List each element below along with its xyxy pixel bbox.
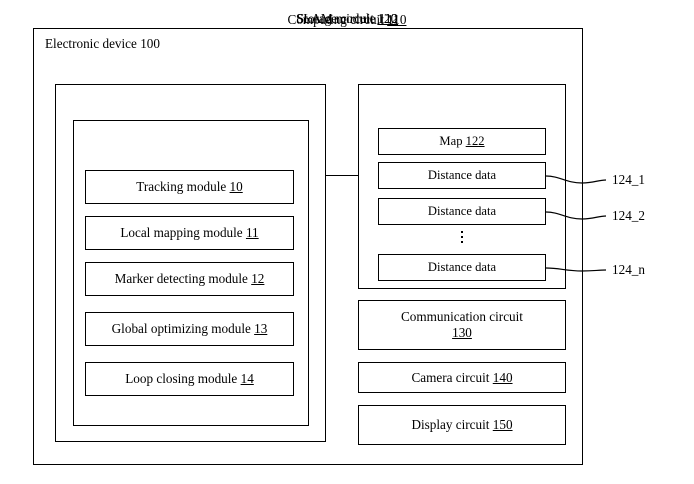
display-circuit-ref: 150 bbox=[492, 417, 513, 433]
global-optimizing-module-label: Global optimizing module bbox=[111, 321, 251, 337]
local-mapping-module-ref: 11 bbox=[245, 225, 259, 241]
computing-storage-connector-line bbox=[326, 175, 358, 176]
electronic-device-label: Electronic device 100 bbox=[45, 36, 160, 51]
communication-circuit-ref: 130 bbox=[452, 325, 472, 340]
vertical-ellipsis bbox=[378, 224, 546, 250]
tracking-module-label: Tracking module bbox=[136, 179, 227, 195]
global-optimizing-module-box: Global optimizing module 13 bbox=[85, 312, 294, 346]
map-label: Map bbox=[439, 134, 463, 149]
local-mapping-module-label: Local mapping module bbox=[120, 225, 243, 241]
tracking-module-ref: 10 bbox=[229, 179, 243, 195]
global-optimizing-module-ref: 13 bbox=[254, 321, 268, 337]
ref-label-124-2: 124_2 bbox=[612, 208, 645, 223]
marker-detecting-module-label: Marker detecting module bbox=[114, 271, 248, 287]
communication-circuit-label: Communication circuit bbox=[401, 309, 523, 325]
marker-detecting-module-box: Marker detecting module 12 bbox=[85, 262, 294, 296]
camera-circuit-ref: 140 bbox=[492, 369, 513, 385]
computing-circuit-ref: 110 bbox=[387, 12, 407, 27]
distance-data-box-n: Distance data bbox=[378, 254, 546, 281]
loop-closing-module-box: Loop closing module 14 bbox=[85, 362, 294, 396]
ref-label-124-1: 124_1 bbox=[612, 172, 645, 187]
storage-circuit-label: Storage circuit bbox=[296, 11, 375, 26]
ellipsis-dot bbox=[460, 235, 464, 239]
storage-circuit-title: Storage circuit 120 bbox=[0, 11, 694, 27]
loop-closing-module-label: Loop closing module bbox=[125, 371, 238, 387]
storage-circuit-ref: 120 bbox=[377, 11, 398, 26]
tracking-module-box: Tracking module 10 bbox=[85, 170, 294, 204]
map-box: Map 122 bbox=[378, 128, 546, 155]
display-circuit-box: Display circuit 150 bbox=[358, 405, 566, 445]
slam-module-label: SLAM module bbox=[295, 11, 376, 26]
display-circuit-label: Display circuit bbox=[411, 417, 490, 433]
ellipsis-dot bbox=[460, 241, 464, 244]
distance-data-label-2: Distance data bbox=[427, 204, 497, 219]
loop-closing-module-ref: 14 bbox=[240, 371, 254, 387]
camera-circuit-label: Camera circuit bbox=[411, 369, 490, 385]
communication-circuit-box: Communication circuit 130 bbox=[358, 300, 566, 350]
local-mapping-module-box: Local mapping module 11 bbox=[85, 216, 294, 250]
marker-detecting-module-ref: 12 bbox=[251, 271, 265, 287]
ref-label-124-n: 124_n bbox=[612, 262, 645, 277]
distance-data-label-n: Distance data bbox=[427, 260, 497, 275]
distance-data-box-1: Distance data bbox=[378, 162, 546, 189]
map-ref: 122 bbox=[465, 134, 485, 149]
slam-module-ref: 112 bbox=[378, 11, 399, 26]
ellipsis-dot bbox=[460, 230, 464, 233]
computing-circuit-title: Computing circuit 110 bbox=[0, 12, 694, 28]
computing-circuit-label: Computing circuit bbox=[287, 12, 384, 27]
camera-circuit-box: Camera circuit 140 bbox=[358, 362, 566, 393]
distance-data-label-1: Distance data bbox=[427, 168, 497, 183]
slam-module-title: SLAM module 112 bbox=[0, 11, 694, 27]
distance-data-box-2: Distance data bbox=[378, 198, 546, 225]
